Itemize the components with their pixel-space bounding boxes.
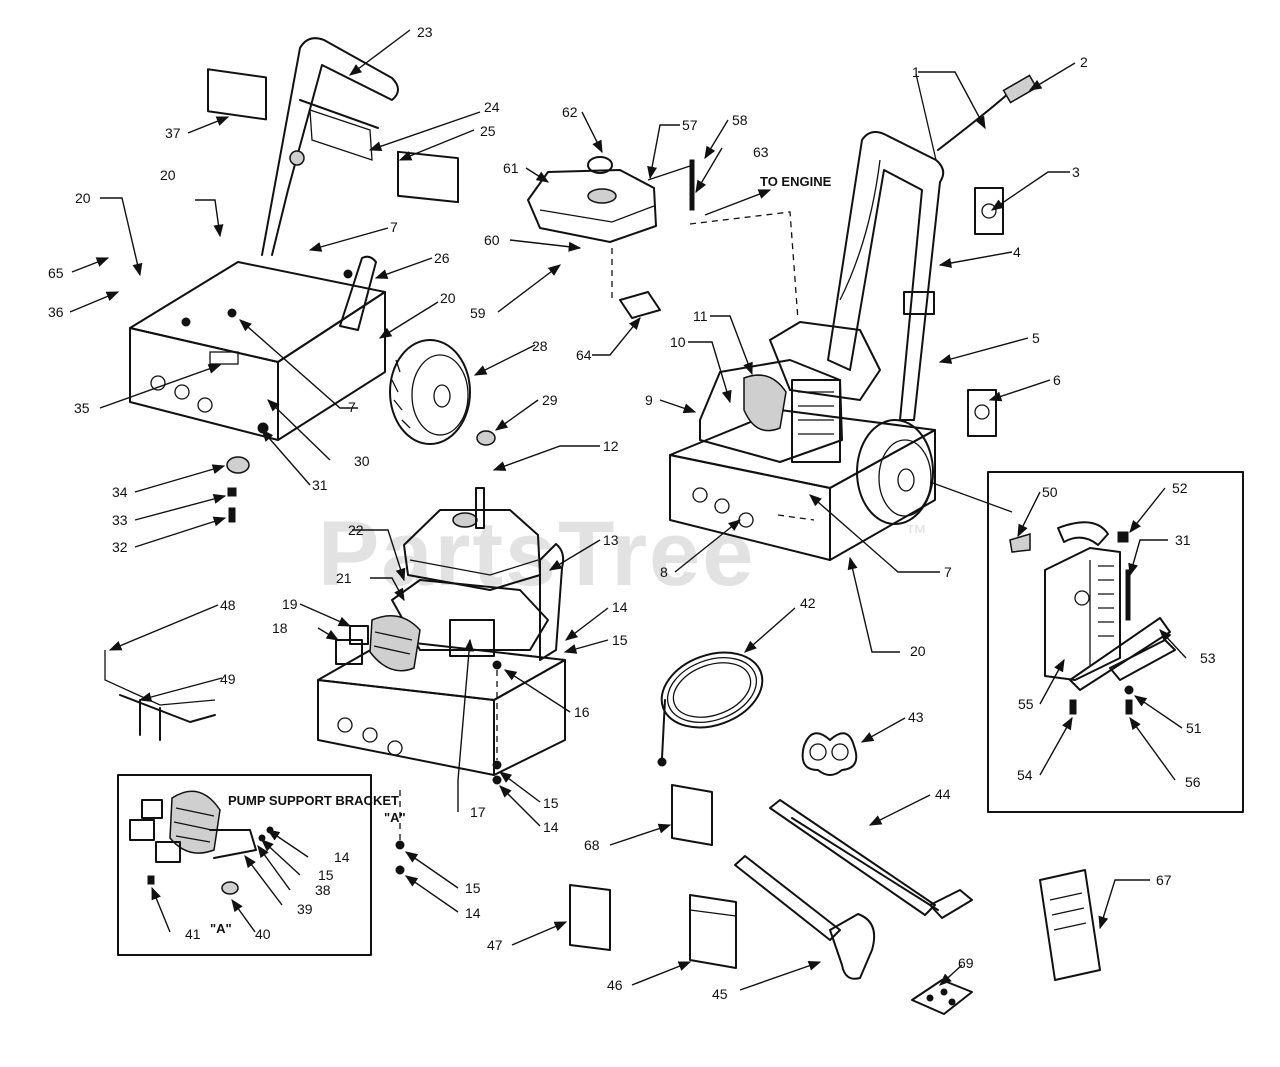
callout-34: 34 [112,484,128,500]
note-a-inset: "A" [210,921,232,936]
callout-47: 47 [487,937,503,953]
note-to-engine: TO ENGINE [760,174,832,189]
callout-48: 48 [220,597,236,613]
callout-15b: 15 [543,795,559,811]
callout-18: 18 [272,620,288,636]
callout-17: 17 [470,804,486,820]
callout-14b: 14 [543,819,559,835]
callout-36: 36 [48,304,64,320]
callout-58: 58 [732,112,748,128]
pump-inset [117,774,372,956]
callout-32: 32 [112,539,128,555]
callout-59: 59 [470,305,486,321]
callout-51: 51 [1186,720,1202,736]
callout-10: 10 [670,334,686,350]
callout-2: 2 [1080,54,1088,70]
assembled-unit [669,73,1038,561]
callout-13: 13 [603,532,619,548]
callout-61: 61 [503,160,519,176]
fuel-tank [527,156,799,321]
callout-20c: 20 [440,290,456,306]
callout-14d: 14 [334,849,350,865]
callout-44: 44 [935,786,951,802]
accessories [569,651,1101,1015]
callout-30: 30 [354,453,370,469]
callout-33: 33 [112,512,128,528]
callout-41: 41 [185,926,201,942]
callout-37: 37 [165,125,181,141]
callout-7a: 7 [390,219,398,235]
callout-50: 50 [1042,484,1058,500]
callout-23: 23 [417,24,433,40]
watermark: PartsTree [318,503,755,605]
callout-25: 25 [480,123,496,139]
callout-14c: 14 [465,905,481,921]
callout-leaders [69,29,1187,991]
callout-5: 5 [1032,330,1040,346]
callout-67: 67 [1156,872,1172,888]
callout-29: 29 [542,392,558,408]
callout-20d: 20 [910,643,926,659]
callout-19: 19 [282,596,298,612]
callout-numbers: 1 2 3 4 5 6 7 8 9 10 11 12 13 14 15 16 1… [48,24,1216,1002]
callout-63: 63 [753,144,769,160]
callout-69: 69 [958,955,974,971]
callout-65: 65 [48,265,64,281]
callout-45: 45 [712,986,728,1002]
callout-3: 3 [1072,164,1080,180]
callout-31b: 31 [1175,532,1191,548]
note-pump-support-bracket: PUMP SUPPORT BRACKET [228,793,399,808]
callout-42: 42 [800,595,816,611]
callout-22: 22 [348,522,364,538]
callout-38: 38 [315,882,331,898]
callout-15a: 15 [612,632,628,648]
callout-39: 39 [297,901,313,917]
watermark-tm: ™ [905,520,927,545]
callout-24: 24 [484,99,500,115]
callout-43: 43 [908,709,924,725]
callout-62: 62 [562,104,578,120]
callout-4: 4 [1013,244,1021,260]
wheel-left [389,339,496,446]
callout-35: 35 [74,400,90,416]
callout-6: 6 [1053,372,1061,388]
callout-12: 12 [603,438,619,454]
callout-54: 54 [1017,767,1033,783]
callout-28: 28 [532,338,548,354]
callout-14a: 14 [612,599,628,615]
callout-9: 9 [645,392,653,408]
callout-8: 8 [660,564,668,580]
callout-31a: 31 [312,477,328,493]
callout-40: 40 [255,926,271,942]
callout-7b: 7 [348,399,356,415]
callout-49: 49 [220,671,236,687]
callout-26: 26 [434,250,450,266]
callout-1: 1 [912,64,920,80]
center-assembly [104,487,566,875]
callout-46: 46 [607,977,623,993]
callout-7c: 7 [944,564,952,580]
callout-15c: 15 [465,880,481,896]
callout-68: 68 [584,837,600,853]
callout-21: 21 [336,570,352,586]
callout-20b: 20 [75,190,91,206]
callout-56: 56 [1185,774,1201,790]
callout-53: 53 [1200,650,1216,666]
muffler-inset [987,471,1244,813]
callout-64: 64 [576,347,592,363]
callout-16: 16 [574,704,590,720]
callout-60: 60 [484,232,500,248]
callout-11: 11 [693,308,708,324]
frame-assembly-left [129,37,459,523]
callout-15d: 15 [318,867,334,883]
callout-20a: 20 [160,167,176,183]
note-a-main: "A" [384,810,406,825]
callout-52: 52 [1172,480,1188,496]
callout-57: 57 [682,117,698,133]
callout-55: 55 [1018,696,1034,712]
